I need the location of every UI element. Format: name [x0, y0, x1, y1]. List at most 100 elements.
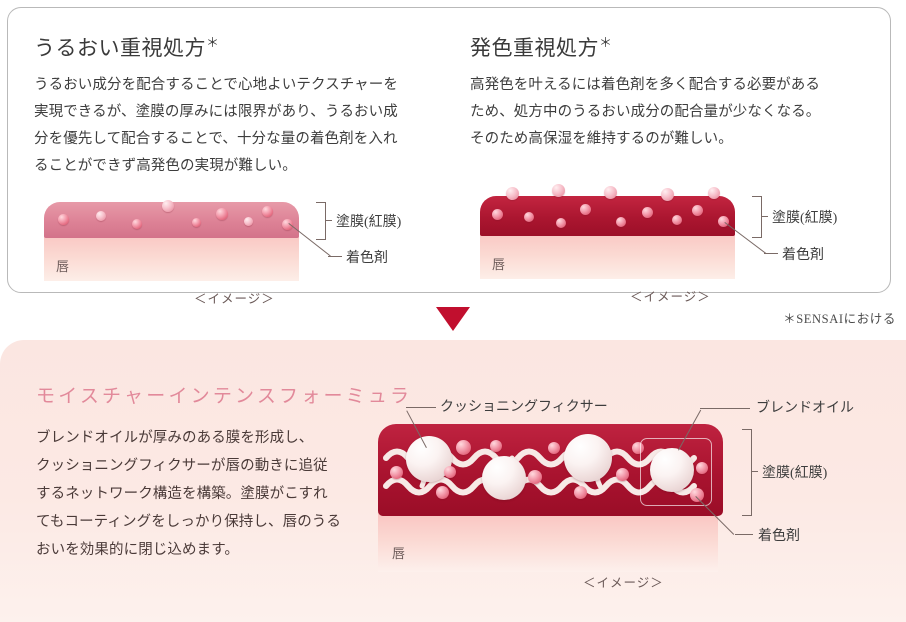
pigment-leader-line-flat	[735, 534, 753, 535]
callout-film-label: 塗膜(紅膜)	[762, 466, 828, 481]
body-line: 分を優先して配合することで、十分な量の着色剤を入れ	[34, 131, 398, 147]
body-line: クッショニングフィクサーが唇の動きに追従	[36, 458, 328, 474]
lip-layer: 唇	[480, 234, 735, 279]
film-bracket-tick	[761, 216, 768, 217]
panel-moisture-focused: うるおい重視処方＊ うるおい成分を配合することで心地よいテクスチャーを 実現でき…	[34, 8, 454, 306]
body-line: 高発色を叶えるには着色剤を多く配合する必要がある	[470, 77, 820, 93]
pigment-particle	[672, 215, 682, 225]
lip-label: 唇	[492, 257, 506, 272]
pigment-particle	[642, 207, 653, 218]
callout-pigment-label: 着色剤	[758, 529, 800, 544]
pigment-particle	[632, 442, 644, 454]
film-bracket	[316, 202, 326, 240]
panel-color-focused: 発色重視処方＊ 高発色を叶えるには着色剤を多く配合する必要がある ため、処方中の…	[470, 8, 890, 304]
panel-body-moisture: うるおい成分を配合することで心地よいテクスチャーを 実現できるが、塗膜の厚みには…	[34, 72, 434, 180]
panel-title-asterisk: ＊	[206, 35, 220, 50]
callout-fixer-label: クッショニングフィクサー	[440, 400, 608, 415]
lip-label: 唇	[392, 546, 406, 561]
coating-film-layer	[378, 424, 723, 516]
panel-title-text: うるおい重視処方	[34, 36, 206, 60]
pigment-particle	[390, 466, 403, 479]
pigment-particle	[96, 211, 106, 221]
pigment-particle-highlighted	[690, 488, 704, 502]
fixer-leader-line-flat	[406, 407, 436, 408]
pigment-particle	[216, 208, 228, 220]
body-line: おいを効果的に閉じ込めます。	[36, 542, 239, 558]
pigment-particle	[661, 188, 674, 201]
callout-pigment-label: 着色剤	[782, 248, 824, 263]
body-line: ブレンドオイルが厚みのある膜を形成し、	[36, 430, 314, 446]
lip-label: 唇	[56, 259, 70, 274]
cushioning-fixer-sphere	[650, 448, 694, 492]
coating-film-layer	[480, 184, 735, 236]
film-bracket-tick	[325, 220, 332, 221]
pigment-particle	[244, 217, 253, 226]
pigment-particle	[436, 486, 449, 499]
pigment-particle	[552, 184, 565, 197]
diagram-moisture-intense-formula: 唇 クッショニングフィク	[378, 400, 898, 590]
callout-oil-label: ブレンドオイル	[756, 401, 854, 416]
down-arrow-icon	[436, 307, 470, 331]
body-line: てもコーティングをしっかり保持し、唇のうる	[36, 514, 342, 530]
pigment-particle	[162, 200, 174, 212]
coating-film-layer	[44, 200, 299, 238]
formula-description: ブレンドオイルが厚みのある膜を形成し、 クッショニングフィクサーが唇の動きに追従…	[36, 424, 366, 564]
pigment-particle	[490, 440, 502, 452]
comparison-card: うるおい重視処方＊ うるおい成分を配合することで心地よいテクスチャーを 実現でき…	[7, 7, 891, 306]
pigment-particle	[262, 206, 273, 217]
pigment-particle	[616, 468, 629, 481]
pigment-particle	[616, 217, 626, 227]
body-line: うるおい成分を配合することで心地よいテクスチャーを	[34, 77, 398, 93]
pigment-particle-highlighted	[718, 216, 729, 227]
pigment-leader-line-flat	[764, 253, 778, 254]
film-bracket-tick	[751, 471, 758, 472]
pigment-particle	[604, 186, 617, 199]
callout-film-label: 塗膜(紅膜)	[772, 211, 838, 226]
panel-title-moisture: うるおい重視処方＊	[34, 32, 220, 62]
body-line: ることができず高発色の実現が難しい。	[34, 158, 297, 174]
oil-leader-line-flat	[700, 408, 750, 409]
film-bracket	[752, 196, 762, 238]
pigment-leader-line-flat	[328, 256, 342, 257]
pigment-particle	[696, 462, 708, 474]
pigment-particle	[548, 442, 560, 454]
cushioning-fixer-sphere	[482, 456, 526, 500]
pigment-particle	[556, 218, 566, 228]
pigment-particle	[708, 187, 720, 199]
diagram-color-focused: 唇 塗膜(紅膜) 着色	[480, 184, 880, 304]
pigment-particle	[444, 466, 456, 478]
lip-layer: 唇	[44, 236, 299, 281]
footnote-text: ＊SENSAIにおける	[783, 312, 896, 326]
pigment-particle	[580, 204, 591, 215]
panel-title-text: 発色重視処方	[470, 36, 599, 60]
lip-layer: 唇	[378, 512, 718, 572]
pigment-particle	[58, 214, 69, 225]
formula-title: モイスチャーインテンスフォーミュラ	[36, 386, 413, 407]
body-line: するネットワーク構造を構築。塗膜がこすれ	[36, 486, 328, 502]
callout-film-label: 塗膜(紅膜)	[336, 215, 402, 230]
body-line: そのため高保湿を維持するのが難しい。	[470, 131, 733, 147]
diagram-moisture-focused: 唇 塗膜(紅膜) 着色剤 ＜イメージ＞	[44, 196, 444, 306]
pigment-particle	[574, 486, 587, 499]
panel-title-asterisk: ＊	[599, 35, 613, 50]
image-caption: ＜イメージ＞	[630, 290, 711, 304]
zoom-highlight-box	[640, 438, 712, 506]
pigment-particle-highlighted	[282, 219, 293, 230]
cushioning-fixer-sphere	[564, 434, 612, 482]
film-bracket	[742, 429, 752, 516]
panel-title-color: 発色重視処方＊	[470, 32, 613, 62]
image-caption: ＜イメージ＞	[194, 292, 275, 306]
pigment-particle	[528, 470, 542, 484]
pigment-particle	[506, 187, 519, 200]
pigment-particle	[192, 218, 201, 227]
pigment-particle	[692, 205, 703, 216]
pigment-particle	[492, 209, 503, 220]
image-caption: ＜イメージ＞	[583, 576, 664, 590]
callout-pigment-label: 着色剤	[346, 251, 388, 266]
body-line: ため、処方中のうるおい成分の配合量が少なくなる。	[470, 104, 821, 120]
pigment-particle	[524, 212, 534, 222]
panel-body-color: 高発色を叶えるには着色剤を多く配合する必要がある ため、処方中のうるおい成分の配…	[470, 72, 870, 153]
body-line: 実現できるが、塗膜の厚みには限界があり、うるおい成	[34, 104, 398, 120]
pigment-particle	[132, 219, 142, 229]
pigment-particle	[456, 440, 471, 455]
